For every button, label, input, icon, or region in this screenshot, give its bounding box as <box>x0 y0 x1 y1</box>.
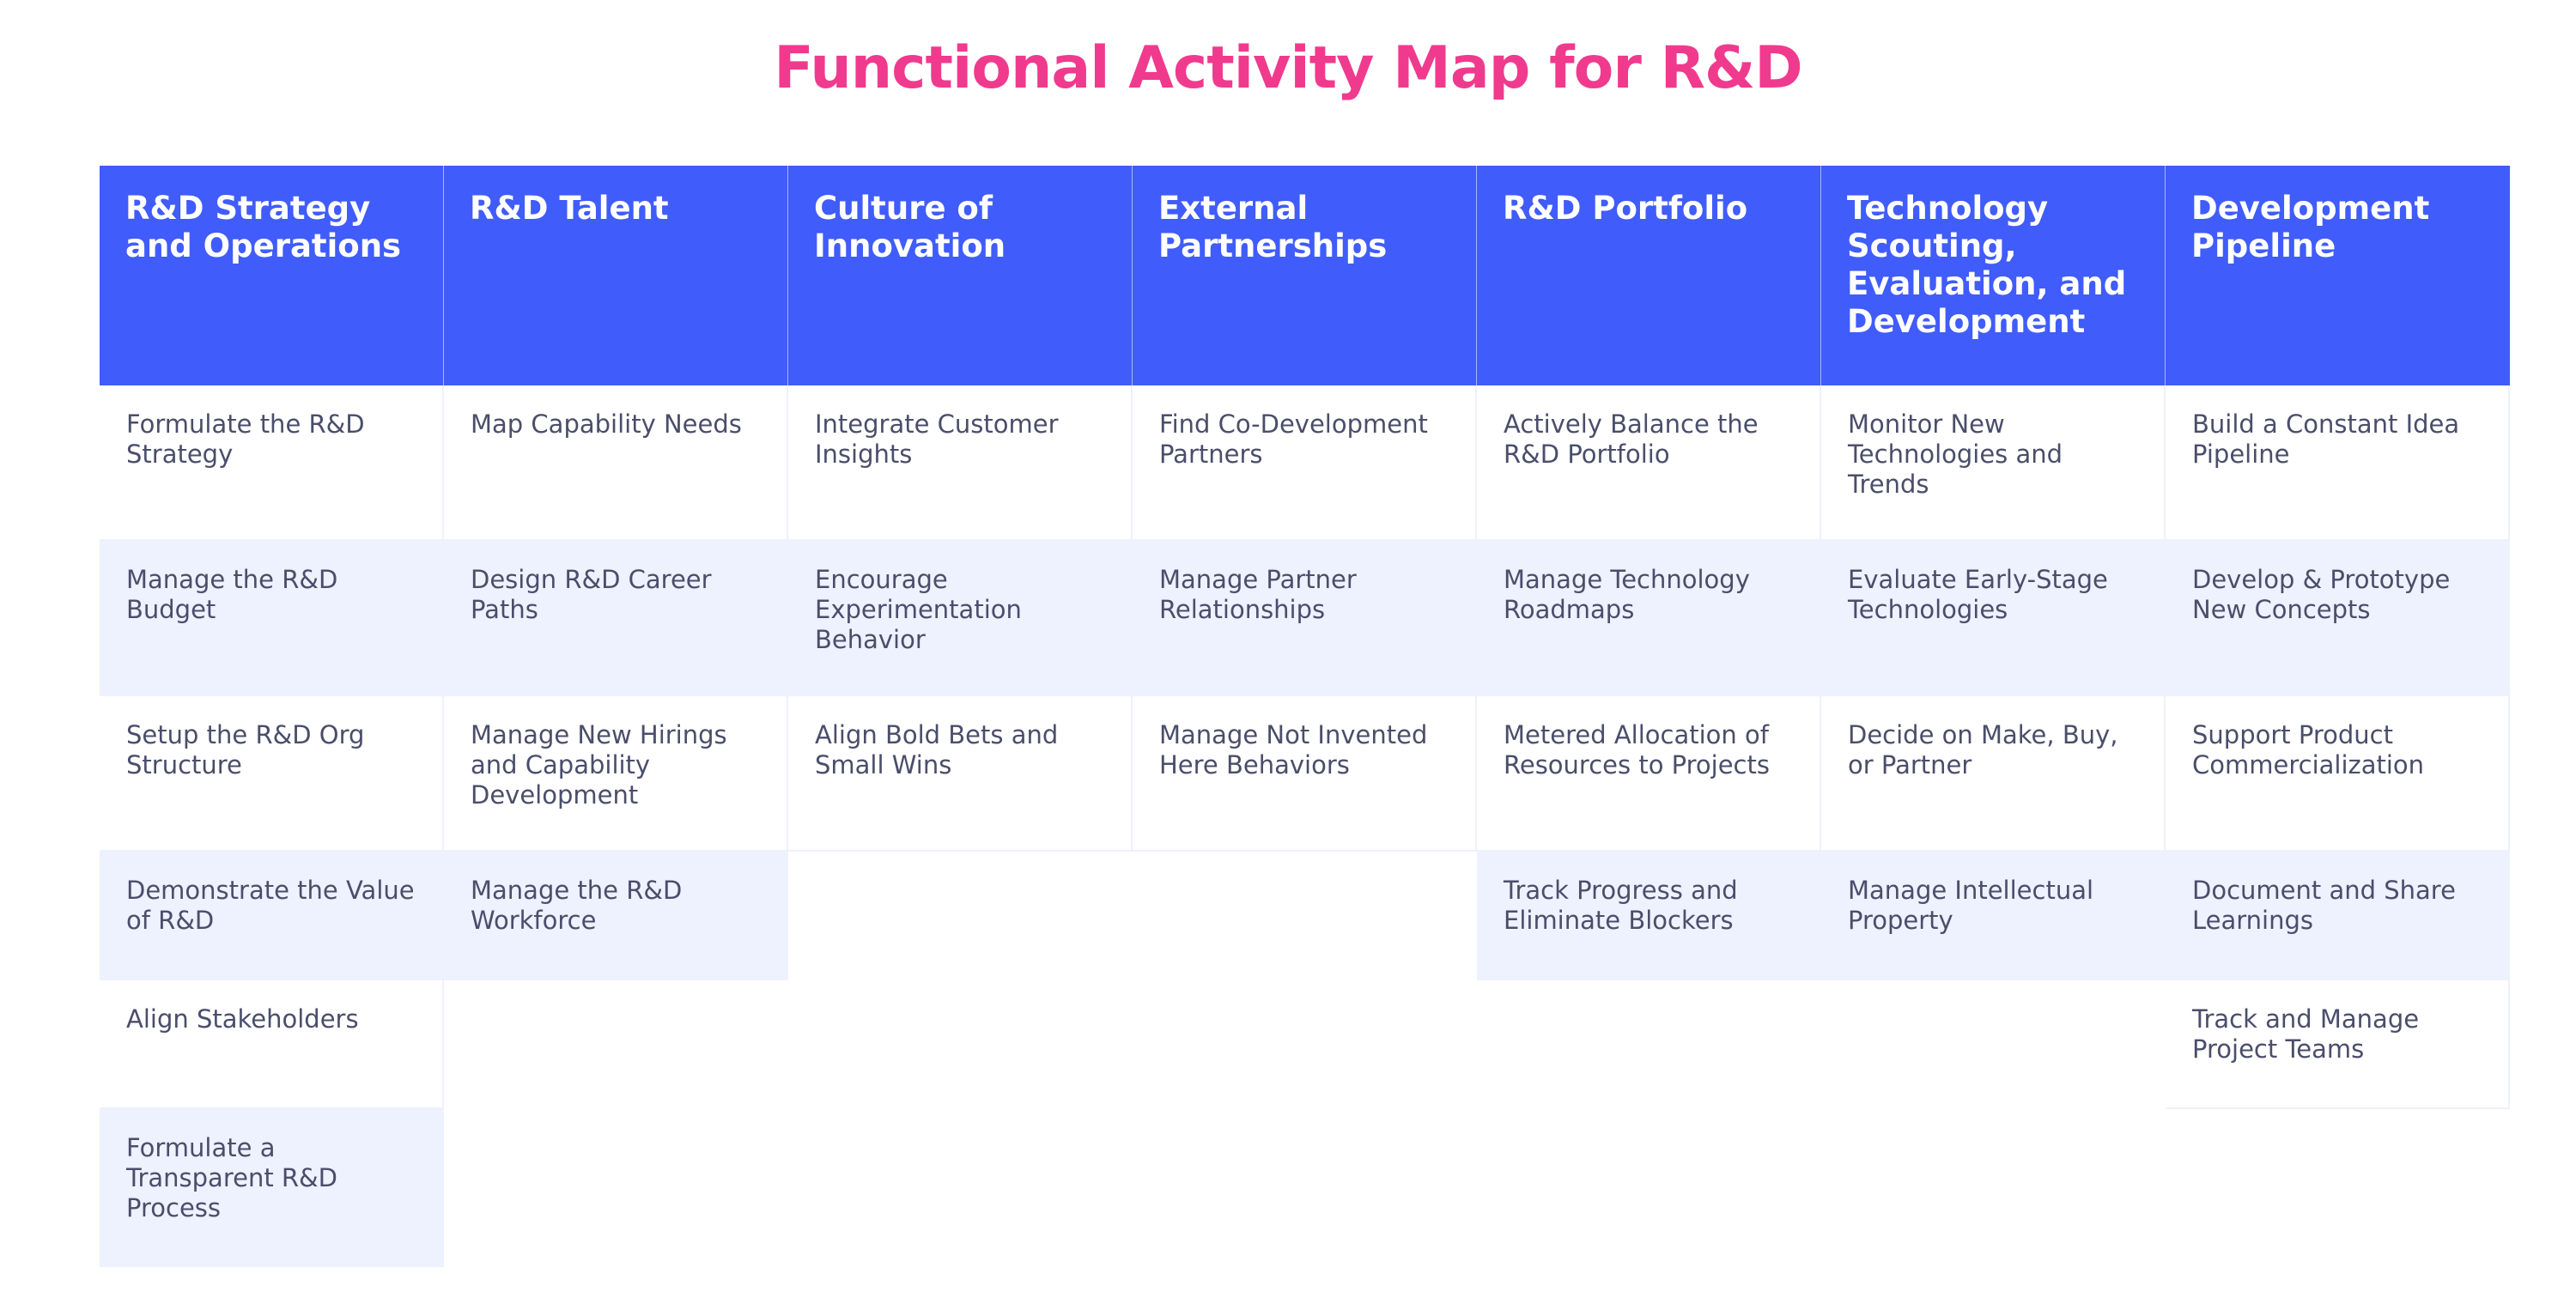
activity-cell: Manage Intellectual Property <box>1821 852 2166 980</box>
activity-cell: Map Capability Needs <box>444 385 788 541</box>
activity-cell: Support Product Commercialization <box>2166 696 2510 852</box>
activity-cell: Integrate Customer Insights <box>788 385 1133 541</box>
activity-cell: Find Co-Development Partners <box>1133 385 1477 541</box>
activity-cell: Decide on Make, Buy, or Partner <box>1821 696 2166 852</box>
activity-cell: Develop & Prototype New Concepts <box>2166 541 2510 696</box>
activity-cell: Track Progress and Eliminate Blockers <box>1477 852 1821 980</box>
activity-map-grid: R&D Strategy and Operations Formulate th… <box>100 166 2511 1267</box>
column-culture-of-innovation: Culture of Innovation Integrate Customer… <box>788 166 1133 1267</box>
column-external-partnerships: External Partnerships Find Co-Developmen… <box>1133 166 1477 1267</box>
activity-cell: Manage the R&D Workforce <box>444 852 788 980</box>
column-header: External Partnerships <box>1133 166 1477 385</box>
activity-cell: Manage Technology Roadmaps <box>1477 541 1821 696</box>
activity-cell: Align Stakeholders <box>100 980 444 1109</box>
activity-cell: Formulate a Transparent R&D Process <box>100 1109 444 1267</box>
column-header: R&D Strategy and Operations <box>100 166 444 385</box>
activity-cell: Design R&D Career Paths <box>444 541 788 696</box>
column-development-pipeline: Development Pipeline Build a Constant Id… <box>2166 166 2510 1267</box>
column-rd-strategy-operations: R&D Strategy and Operations Formulate th… <box>100 166 444 1267</box>
column-header: Culture of Innovation <box>788 166 1133 385</box>
activity-cell: Align Bold Bets and Small Wins <box>788 696 1133 852</box>
column-header: R&D Portfolio <box>1477 166 1821 385</box>
column-header: Development Pipeline <box>2166 166 2510 385</box>
activity-cell: Setup the R&D Org Structure <box>100 696 444 852</box>
activity-cell: Manage New Hirings and Capability Develo… <box>444 696 788 852</box>
activity-cell: Track and Manage Project Teams <box>2166 980 2510 1109</box>
column-header: R&D Talent <box>444 166 788 385</box>
activity-cell: Monitor New Technologies and Trends <box>1821 385 2166 541</box>
activity-cell: Encourage Experimentation Behavior <box>788 541 1133 696</box>
activity-cell: Build a Constant Idea Pipeline <box>2166 385 2510 541</box>
activity-cell: Metered Allocation of Resources to Proje… <box>1477 696 1821 852</box>
activity-cell: Manage Not Invented Here Behaviors <box>1133 696 1477 852</box>
activity-cell: Document and Share Learnings <box>2166 852 2510 980</box>
column-header: Technology Scouting, Evaluation, and Dev… <box>1821 166 2166 385</box>
page-title: Functional Activity Map for R&D <box>774 34 1802 102</box>
activity-cell: Actively Balance the R&D Portfolio <box>1477 385 1821 541</box>
activity-cell: Formulate the R&D Strategy <box>100 385 444 541</box>
activity-cell: Evaluate Early-Stage Technologies <box>1821 541 2166 696</box>
activity-cell: Manage Partner Relationships <box>1133 541 1477 696</box>
activity-cell: Manage the R&D Budget <box>100 541 444 696</box>
column-technology-scouting: Technology Scouting, Evaluation, and Dev… <box>1821 166 2166 1267</box>
column-rd-talent: R&D Talent Map Capability Needs Design R… <box>444 166 788 1267</box>
activity-cell: Demonstrate the Value of R&D <box>100 852 444 980</box>
column-rd-portfolio: R&D Portfolio Actively Balance the R&D P… <box>1477 166 1821 1267</box>
